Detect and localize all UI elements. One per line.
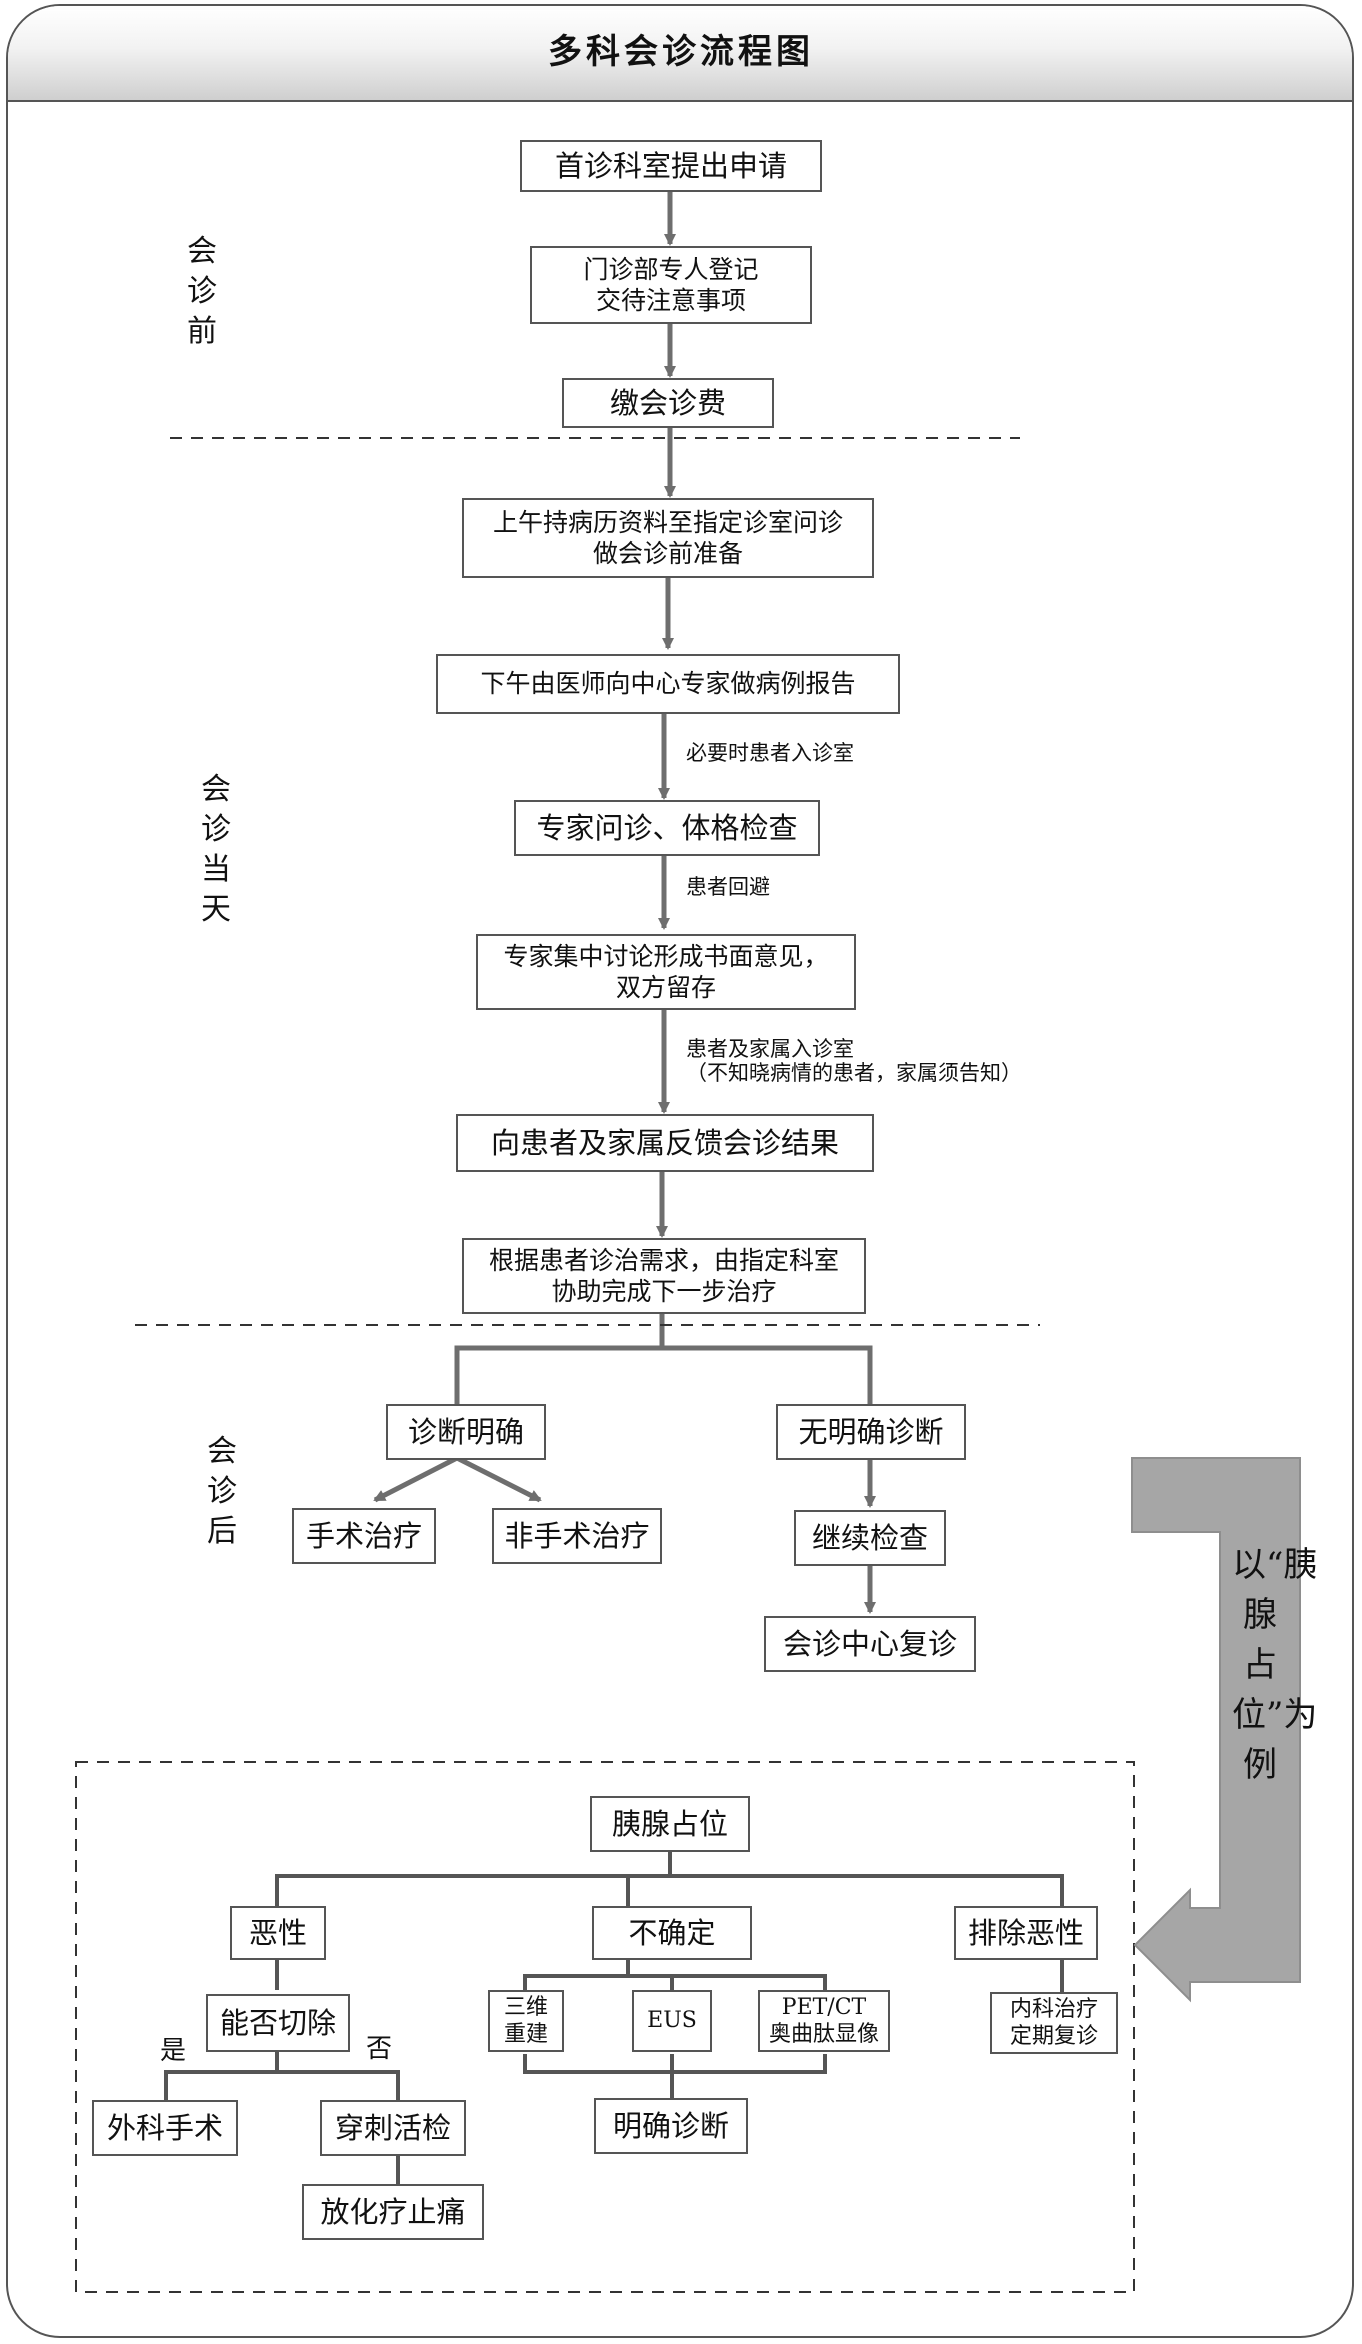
label-no: 否 [366,2034,393,2064]
step-followup-box: 根据患者诊治需求，由指定科室 协助完成下一步治疗 [462,1238,866,1314]
step-morning-line-1: 上午持病历资料至指定诊室问诊 [492,507,843,537]
example-resect-box: 能否切除 [206,1994,350,2052]
example-recon-line-1: 三维 [503,1994,548,2020]
step-exam-text: 专家问诊、体格检查 [536,810,798,845]
phase-label-day: 会诊当天 [201,772,231,927]
step-followup-line-1: 根据患者诊治需求，由指定科室 [488,1245,839,1275]
example-resect-text: 能否切除 [219,2005,336,2040]
step-followup-line-2: 协助完成下一步治疗 [551,1277,777,1306]
line-resect-bar [164,2070,400,2104]
example-recon-box: 三维 重建 [488,1990,564,2052]
step-morning-box: 上午持病历资料至指定诊室问诊 做会诊前准备 [462,498,874,578]
example-diagnosis-text: 明确诊断 [612,2108,729,2143]
line-uncertain-top [523,1974,827,1994]
after-nonsurgery-box: 非手术治疗 [492,1508,662,1564]
step-pay-box: 缴会诊费 [562,378,774,428]
example-diagnosis-box: 明确诊断 [594,2098,748,2154]
example-biopsy-text: 穿刺活检 [334,2110,451,2145]
label-yes: 是 [160,2036,187,2066]
example-excluded-box: 排除恶性 [954,1906,1098,1960]
page-frame [6,4,1354,2338]
step-apply-box: 首诊科室提出申请 [520,140,822,192]
example-malignant-box: 恶性 [230,1906,326,1960]
after-unclear-text: 无明确诊断 [798,1414,944,1449]
example-medical-box: 内科治疗 定期复诊 [990,1992,1118,2054]
after-revisit-text: 会诊中心复诊 [782,1626,957,1661]
example-palliative-text: 放化疗止痛 [320,2194,466,2229]
example-biopsy-box: 穿刺活检 [320,2100,466,2156]
example-petct-line-1: PET/CT [781,1994,867,2020]
after-unclear-box: 无明确诊断 [776,1404,966,1460]
step-apply-text: 首诊科室提出申请 [554,148,787,183]
after-continue-text: 继续检查 [811,1520,928,1555]
after-clear-box: 诊断明确 [386,1404,546,1460]
example-recon-line-2: 重建 [503,2022,548,2047]
example-eus-box: EUS [632,1990,712,2052]
note-family-tell: （不知晓病情的患者，家属须告知） [686,1061,1022,1085]
phase-label-after: 会诊后 [207,1434,237,1549]
arrow-clear-surgery [373,1455,459,1503]
after-surgery-text: 手术治疗 [305,1518,422,1553]
line-split-bar [454,1345,873,1405]
page-title: 多科会诊流程图 [548,32,814,72]
line-root-bar [275,1874,1064,1906]
example-surgery-box: 外科手术 [92,2100,238,2156]
phase-label-before: 会诊前 [187,234,217,349]
step-register-line-1: 门诊部专人登记 [583,254,759,284]
note-enter-if-needed: 必要时患者入诊室 [686,741,854,765]
step-discuss-box: 专家集中讨论形成书面意见， 双方留存 [476,934,856,1010]
line-uncertain-bottom [523,2054,827,2074]
example-petct-line-2: 奥曲肽显像 [768,2022,879,2047]
example-eus-text: EUS [647,2008,697,2034]
example-malignant-text: 恶性 [248,1915,307,1950]
example-uncertain-box: 不确定 [592,1906,752,1960]
example-root-box: 胰腺占位 [590,1796,750,1852]
example-uncertain-text: 不确定 [628,1915,716,1950]
example-surgery-text: 外科手术 [106,2110,223,2145]
example-medical-line-2: 定期复诊 [1009,2024,1098,2049]
note-family-enter: 患者及家属入诊室 [686,1037,854,1061]
step-register-box: 门诊部专人登记 交待注意事项 [530,246,812,324]
example-excluded-text: 排除恶性 [967,1915,1084,1950]
step-feedback-text: 向患者及家属反馈会诊结果 [490,1125,839,1160]
step-afternoon-box: 下午由医师向中心专家做病例报告 [436,654,900,714]
example-petct-box: PET/CT 奥曲肽显像 [758,1990,890,2052]
step-discuss-line-2: 双方留存 [615,973,716,1002]
after-nonsurgery-text: 非手术治疗 [504,1518,650,1553]
after-clear-text: 诊断明确 [407,1414,524,1449]
after-continue-box: 继续检查 [794,1510,946,1566]
step-morning-line-2: 做会诊前准备 [592,539,743,568]
after-surgery-box: 手术治疗 [292,1508,436,1564]
example-palliative-box: 放化疗止痛 [302,2184,484,2240]
step-pay-text: 缴会诊费 [609,385,726,420]
title-banner [8,6,1352,102]
step-register-line-2: 交待注意事项 [595,286,746,315]
side-arrow-shape [1131,1457,1301,2003]
after-revisit-box: 会诊中心复诊 [764,1616,976,1672]
step-feedback-box: 向患者及家属反馈会诊结果 [456,1114,874,1172]
step-exam-box: 专家问诊、体格检查 [514,800,820,856]
arrow-clear-nonsurgery [455,1455,542,1503]
example-dashed-frame [75,1761,1135,2293]
note-patient-leaves: 患者回避 [686,875,770,899]
example-medical-line-1: 内科治疗 [1009,1996,1098,2022]
step-afternoon-text: 下午由医师向中心专家做病例报告 [480,669,856,699]
example-root-text: 胰腺占位 [611,1806,728,1841]
side-arrow-label: 以“胰腺占位”为例 [1232,1545,1318,1785]
step-discuss-line-1: 专家集中讨论形成书面意见， [503,941,829,971]
